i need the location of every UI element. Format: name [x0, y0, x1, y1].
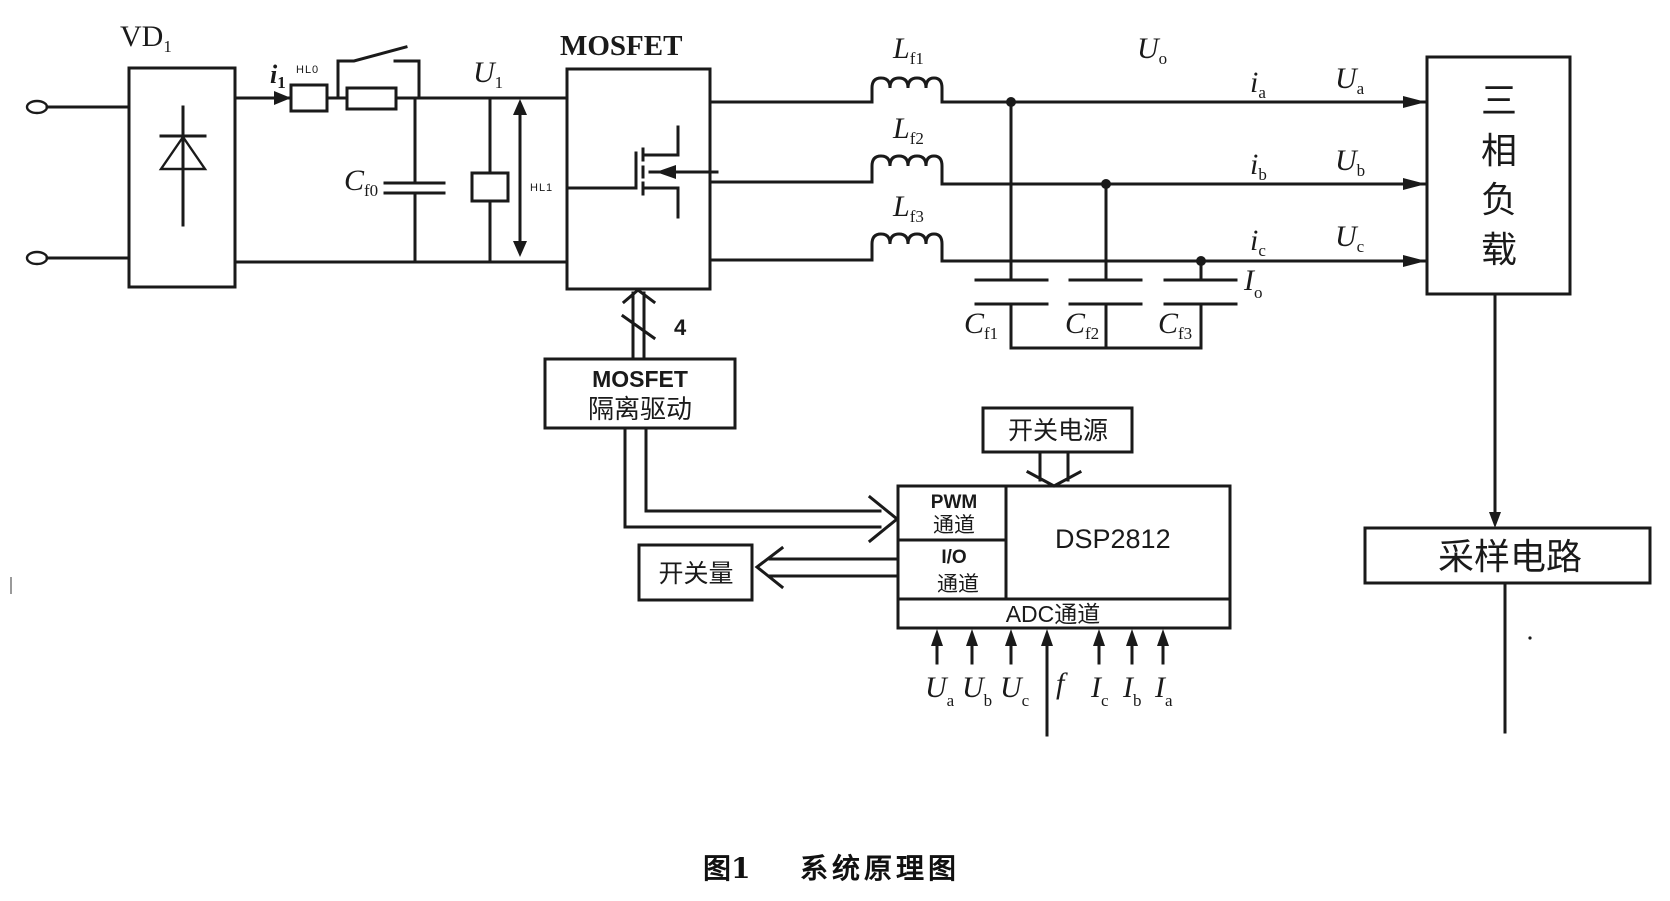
inductor-lf3-icon [870, 232, 944, 263]
rectifier-label: VD1 [120, 20, 172, 56]
adc-input-ib: Ib [1122, 629, 1142, 710]
fuse-label: HL0 [296, 64, 319, 76]
capacitor-cf2-label: Cf2 [1065, 307, 1099, 343]
output-filter: Lf1 Lf2 Lf3 Cf1 Cf2 Cf3 Uo Io ia Ua [708, 32, 1426, 350]
switch-output-box [637, 543, 754, 602]
power-supply-label: 开关电源 [1008, 416, 1108, 445]
dsp-label: DSP2812 [1055, 524, 1171, 554]
phase-a-current-label: ia [1250, 66, 1266, 102]
pwm-channel-label-2: 通道 [933, 513, 975, 537]
io-arrow-icon [754, 545, 785, 590]
phase-b-arrow-icon [1403, 178, 1426, 190]
driver-bus-arrow-icon [621, 288, 657, 305]
mosfet-icon [565, 125, 719, 219]
dc-capacitor: Cf0 [344, 96, 446, 264]
three-phase-load: 三 相 负 载 [1425, 55, 1572, 296]
inverter: MOSFET [560, 30, 719, 291]
precharge-resistor [345, 86, 398, 111]
sampling-circuit: 采样电路 [1363, 526, 1652, 585]
sensor-hl1-box [470, 171, 510, 203]
output-voltage-label: Uo [1137, 32, 1167, 68]
capacitor-cf3-icon [1163, 278, 1238, 306]
adc-input-ua: Ua [925, 629, 955, 710]
sensor-hl1-label: HL1 [530, 182, 553, 194]
svg-text:Ib: Ib [1122, 671, 1142, 710]
input-terminal-top [25, 99, 49, 115]
svg-text:Ic: Ic [1090, 671, 1109, 710]
adc-inputs: Ua Ub Uc f Ic Ib Ia [925, 629, 1173, 737]
sampling-box [1363, 526, 1652, 585]
io-channel-label-2: 通道 [937, 572, 979, 596]
inductor-lf2-icon [870, 154, 944, 186]
capacitor-cf2-icon [1068, 278, 1143, 306]
input-current-label: i1 [270, 60, 286, 92]
load-char-4: 载 [1481, 230, 1517, 271]
ac-input [25, 99, 131, 266]
driver-label-line2: 隔离驱动 [588, 395, 692, 425]
current-arrow-icon [274, 91, 291, 105]
svg-text:f: f [1056, 667, 1068, 700]
bus-width-label: 4 [674, 315, 687, 340]
adc-input-ia: Ia [1154, 629, 1173, 710]
driver-label-line1: MOSFET [592, 366, 688, 392]
phase-a-arrow-icon [1403, 96, 1426, 108]
adc-input-uc: Uc [1000, 629, 1030, 710]
gate-driver: 4 MOSFET 隔离驱动 [543, 288, 900, 544]
driver-box [543, 357, 737, 430]
dc-voltage-sensor: U1 [470, 56, 510, 264]
inductor-lf1-label: Lf1 [892, 32, 924, 68]
pwm-channel-label-1: PWM [931, 492, 977, 513]
adc-input-f: f [1041, 629, 1068, 737]
adc-input-ub: Ub [962, 629, 992, 710]
inverter-box [565, 67, 712, 291]
load-char-3: 负 [1481, 180, 1517, 221]
bus-width-slash [620, 313, 657, 341]
svg-text:Ia: Ia [1154, 671, 1173, 710]
adc-input-ic: Ic [1090, 629, 1109, 710]
load-box [1425, 55, 1572, 296]
diode-icon [158, 105, 208, 227]
svg-text:Ua: Ua [925, 671, 955, 710]
capacitor-cf1-label: Cf1 [964, 307, 998, 343]
sampling-label: 采样电路 [1438, 537, 1582, 578]
power-arrow-icon [1025, 469, 1083, 488]
svg-text:Uc: Uc [1000, 671, 1030, 710]
capacitor-cf3-label: Cf3 [1158, 307, 1192, 343]
io-channel-label-1: I/O [941, 547, 966, 568]
power-supply-box [981, 406, 1134, 454]
phase-c-voltage-label: Uc [1335, 220, 1365, 256]
load-char-1: 三 [1481, 81, 1517, 122]
dsp-controller: DSP2812 PWM 通道 I/O 通道 ADC通道 [896, 484, 1232, 630]
fuse-hl0 [289, 83, 329, 113]
switching-power-supply: 开关电源 [981, 406, 1134, 488]
caption-number: 图1 [703, 852, 750, 885]
sampling-arrow-icon [1489, 512, 1501, 528]
inductor-lf2-label: Lf2 [892, 112, 924, 148]
svg-text:Ub: Ub [962, 671, 992, 710]
dc-voltage-label: U1 [473, 56, 503, 92]
phase-c-arrow-icon [1403, 255, 1426, 267]
inductor-lf1-icon [870, 76, 944, 104]
phase-a-voltage-label: Ua [1335, 62, 1365, 98]
capacitor-cf1-icon [974, 278, 1049, 306]
adc-channel-label: ADC通道 [1006, 601, 1101, 627]
inverter-label: MOSFET [560, 30, 682, 62]
output-current-label: Io [1243, 264, 1263, 302]
dc-capacitor-label: Cf0 [344, 164, 378, 200]
inductor-lf3-label: Lf3 [892, 190, 924, 226]
dsp-box [896, 484, 1232, 630]
rectifier: VD1 [120, 20, 237, 289]
figure-caption: 图1 系统原理图 [703, 852, 960, 885]
load-char-2: 相 [1481, 131, 1517, 172]
input-terminal-bottom [25, 250, 49, 266]
switch-output-label: 开关量 [658, 559, 733, 588]
dc-voltage-arrow-icon [513, 99, 527, 257]
pwm-arrow-icon [867, 494, 900, 544]
phase-c-current-label: ic [1250, 224, 1266, 260]
switch-output: 开关量 [637, 543, 900, 602]
phase-b-voltage-label: Ub [1335, 144, 1365, 180]
phase-b-current-label: ib [1250, 148, 1267, 184]
caption-title: 系统原理图 [800, 852, 960, 885]
bypass-switch-icon [336, 45, 421, 100]
